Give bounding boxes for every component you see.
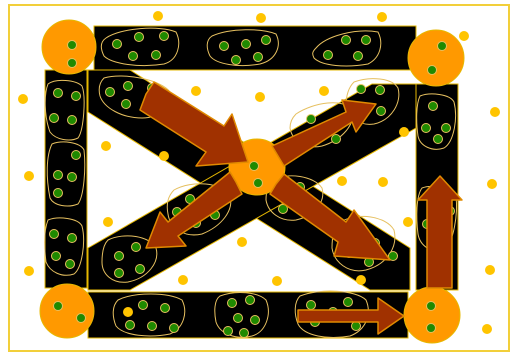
top-right-node [408, 30, 464, 86]
top-road [94, 26, 416, 70]
bottom-left-node [40, 284, 94, 338]
bottom-right-node [404, 287, 460, 343]
